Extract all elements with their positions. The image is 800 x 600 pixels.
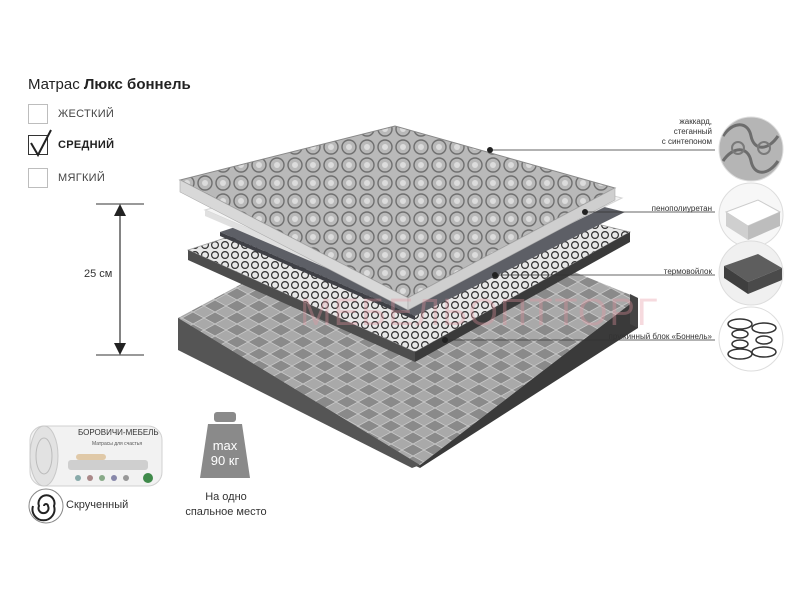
title-prefix: Матрас xyxy=(28,76,80,93)
package-brand: БОРОВИЧИ-МЕБЕЛЬ xyxy=(78,428,159,437)
height-dimension-arrow xyxy=(96,203,144,356)
checkbox-medium[interactable] xyxy=(28,129,52,158)
rolled-spiral-icon xyxy=(28,488,64,524)
jacquard-sample-image xyxy=(718,116,784,182)
rolled-package-image xyxy=(29,425,163,487)
firmness-label-soft: МЯГКИЙ xyxy=(58,172,106,184)
rolled-label: Скрученный xyxy=(66,499,129,511)
firmness-option-hard[interactable]: ЖЕСТКИЙ xyxy=(28,103,114,125)
firmness-label-medium: СРЕДНИЙ xyxy=(58,139,115,151)
weight-icon xyxy=(200,412,250,478)
jacquard-cover-layer xyxy=(178,125,617,311)
watermark: МЕБЕЛЬОПТТОРГ xyxy=(300,292,660,334)
height-label: 25 см xyxy=(84,268,113,280)
weight-max-text: max 90 кг xyxy=(210,438,240,468)
sleeping-place-label: На одно спальное место xyxy=(185,491,267,518)
felt-sample-image xyxy=(718,240,784,306)
package-slogan: Матрасы для счастья xyxy=(92,441,143,447)
firmness-option-soft[interactable]: МЯГКИЙ xyxy=(28,167,105,189)
title-name: Люкс боннель xyxy=(83,76,191,93)
firmness-label-hard: ЖЕСТКИЙ xyxy=(58,108,115,120)
label-jacquard: жаккард, стеганный с синтепоном xyxy=(661,117,712,146)
foam-sample-image xyxy=(718,182,784,248)
label-foam: пенополиуретан xyxy=(651,204,712,213)
firmness-option-medium[interactable]: СРЕДНИЙ xyxy=(28,129,115,158)
checkbox-soft[interactable] xyxy=(28,168,48,188)
label-felt: термовойлок xyxy=(663,267,712,276)
checkbox-hard[interactable] xyxy=(28,104,48,124)
spring-sample-image xyxy=(718,306,784,372)
label-springs: пружинный блок «Боннель» xyxy=(608,332,712,341)
product-title: Матрас Люкс боннель xyxy=(28,76,191,93)
mattress-layers-illustration xyxy=(178,125,638,468)
checkmark-icon xyxy=(30,129,52,158)
